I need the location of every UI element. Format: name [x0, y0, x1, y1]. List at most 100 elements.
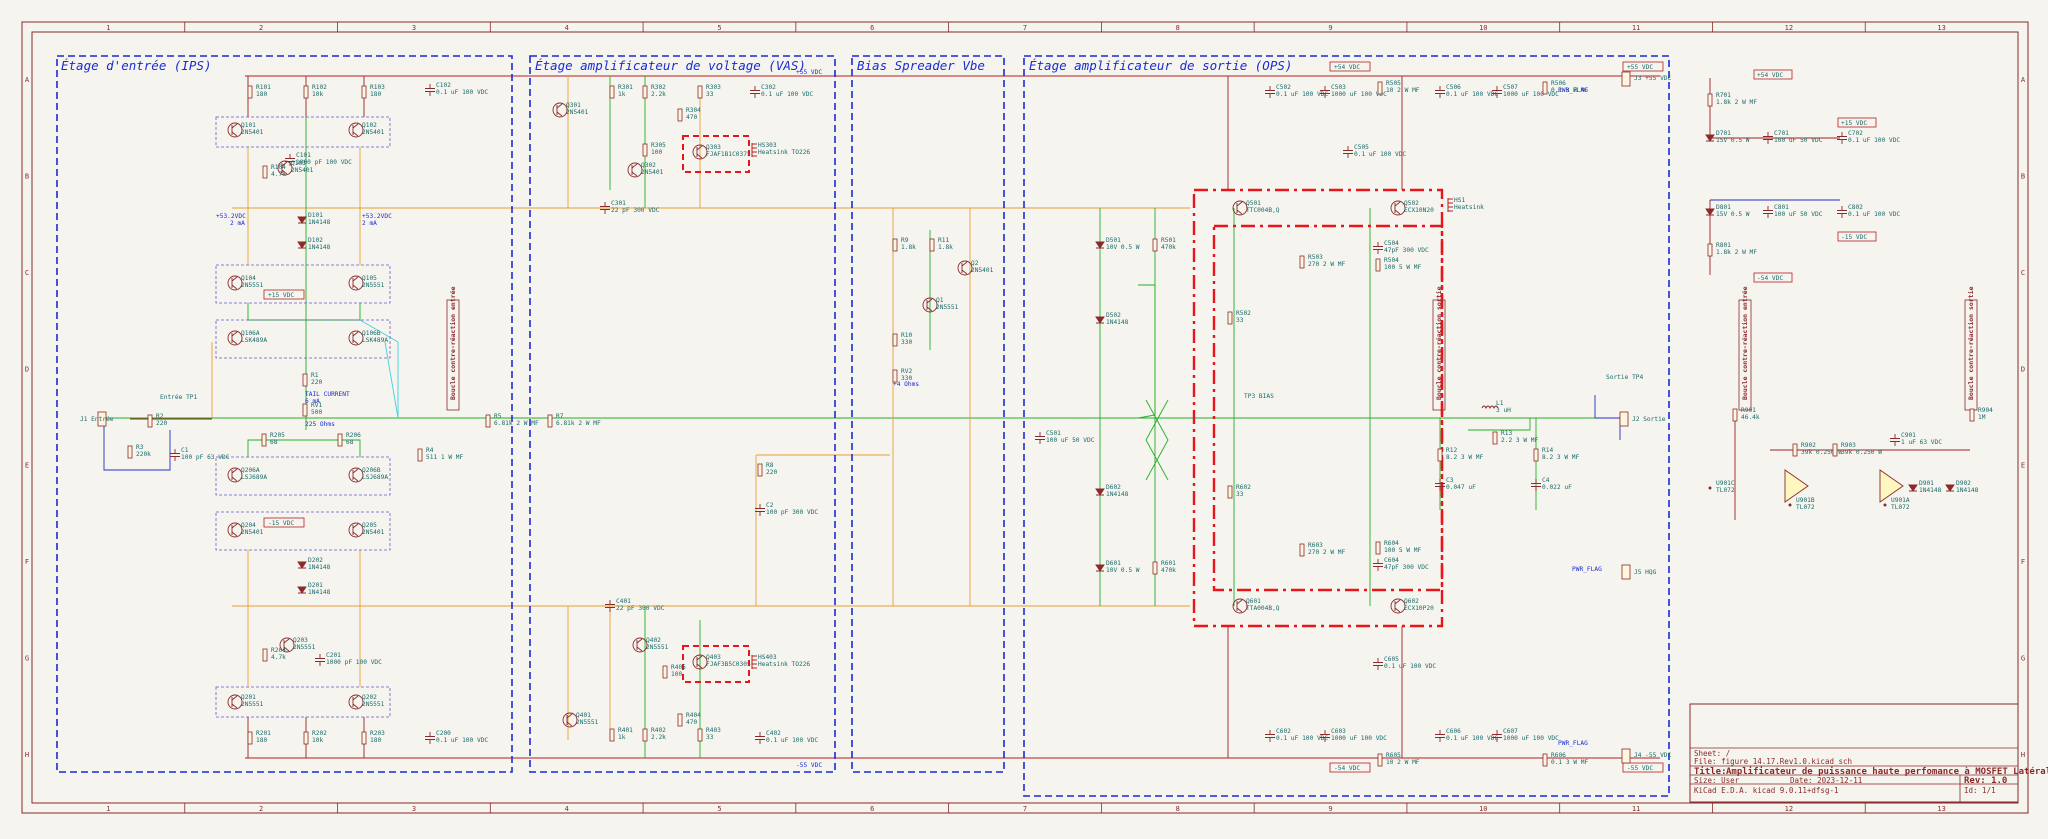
component-c3[interactable]: C30.047 uF — [1435, 477, 1476, 491]
component-r7[interactable]: R76.81k 2 W MF — [547, 413, 601, 428]
component-c4[interactable]: C40.022 uF — [1531, 477, 1572, 491]
component-r5[interactable]: R56.81k 2 W MF — [485, 413, 539, 428]
component-r9[interactable]: R91.8k — [892, 237, 916, 252]
component-l1[interactable]: L13 uH — [1481, 400, 1511, 414]
